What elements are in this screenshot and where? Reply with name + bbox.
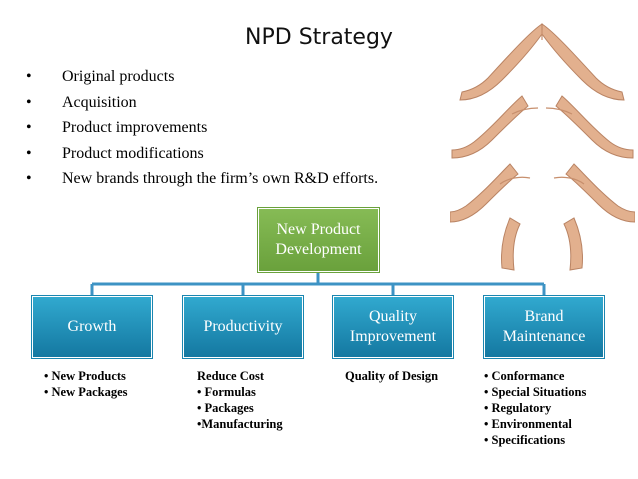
bullet-item: • Acquisition (26, 90, 378, 116)
sub-item: • Environmental (484, 417, 572, 431)
sub-item: • Special Situations (484, 385, 587, 399)
bullet-item: • New brands through the firm’s own R&D e… (26, 166, 378, 192)
brand-items: • Conformance • Special Situations • Reg… (484, 368, 586, 448)
bullet-marker: • (26, 144, 32, 162)
sub-item: Quality of Design (345, 369, 439, 383)
page-title: NPD Strategy (245, 25, 393, 50)
new-product-development-box: New Product Development (258, 208, 379, 272)
box-label-line1: Productivity (203, 318, 283, 335)
bullet-marker: • (26, 119, 32, 136)
bullet-item: • Product modifications (26, 141, 378, 167)
sub-item: • Specifications (484, 433, 566, 447)
box-label-line2: Maintenance (502, 328, 586, 345)
box-label-line1: Growth (67, 318, 117, 335)
box-label-line1: Quality (368, 308, 417, 325)
bullet-item: • Original products (26, 64, 378, 90)
bullet-list: • Original products • Acquisition • Product… (26, 64, 378, 192)
hands-tree-image (450, 23, 635, 271)
sub-item: •Manufacturing (197, 417, 283, 431)
quality-improvement-box: Quality Improvement (333, 296, 453, 358)
productivity-items: Reduce Cost • Formulas • Packages •Manuf… (197, 368, 283, 432)
box-label-line2: Development (275, 241, 362, 258)
bullet-item: • Product improvements (26, 115, 378, 141)
bullet-text: New brands through the firm’s own R&D ef… (62, 170, 379, 187)
sub-item: • Packages (197, 401, 254, 415)
bullet-marker: • (26, 170, 32, 187)
bullet-marker: • (26, 68, 32, 85)
bullet-text: Product modifications (62, 144, 204, 162)
sub-item: • Formulas (197, 385, 256, 399)
sub-item: Reduce Cost (197, 369, 265, 383)
bullet-text: Product improvements (62, 119, 208, 136)
sub-item: • New Packages (44, 385, 128, 399)
box-label-line1: New Product (276, 221, 361, 238)
bullet-marker: • (26, 93, 32, 111)
box-label-line1: Brand (524, 308, 564, 325)
sub-item: • Regulatory (484, 401, 552, 415)
growth-box: Growth (32, 296, 152, 358)
growth-items: • New Products • New Packages (44, 368, 128, 400)
brand-maintenance-box: Brand Maintenance (484, 296, 604, 358)
quality-items: Quality of Design (345, 368, 438, 384)
bullet-text: Original products (62, 68, 175, 85)
box-label-line2: Improvement (349, 328, 437, 345)
bullet-text: Acquisition (62, 93, 137, 111)
productivity-box: Productivity (183, 296, 303, 358)
sub-item: • New Products (44, 369, 126, 383)
sub-item: • Conformance (484, 369, 565, 383)
